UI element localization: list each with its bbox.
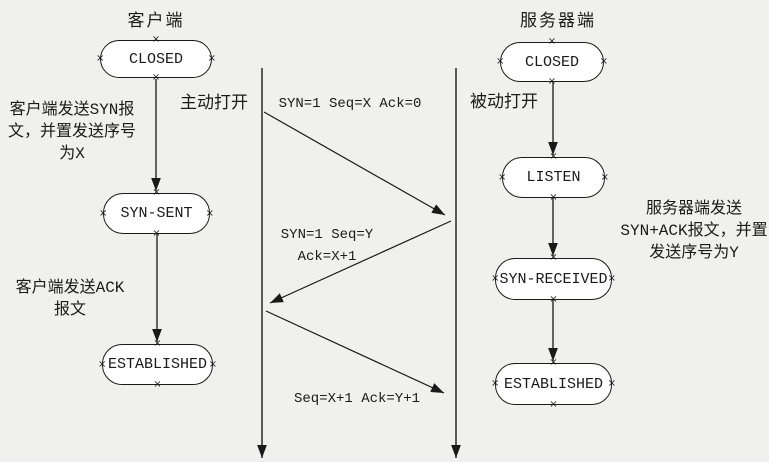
connection-handle-icon: × [96, 53, 105, 64]
connection-handle-icon: × [600, 171, 609, 183]
connection-handle-icon: × [205, 207, 214, 219]
note-line: 客户端发送ACK [15, 279, 125, 297]
state-label: ESTABLISHED [107, 356, 208, 373]
connection-handle-icon: × [153, 338, 162, 349]
state-label: SYN-SENT [120, 205, 193, 222]
client-column-title: 客户端 [127, 11, 185, 30]
state-box-client-syn-sent: SYN-SENT × × × × [99, 188, 214, 239]
connection-handle-icon: × [607, 378, 616, 389]
connection-handle-icon: × [599, 56, 608, 67]
connection-handle-icon: × [491, 273, 500, 284]
note-line: SYN+ACK报文，并置 [620, 222, 768, 240]
connection-handle-icon: × [549, 399, 558, 410]
connection-handle-icon: × [208, 358, 217, 370]
connection-handle-icon: × [549, 252, 558, 263]
server-passive-open-label: 被动打开 [470, 92, 538, 111]
state-box-client-closed: CLOSED × × × × [96, 35, 216, 83]
connection-handle-icon: × [153, 379, 162, 390]
server-note-synack: 服务器端发送 SYN+ACK报文，并置 发送序号为Y [618, 198, 769, 264]
connection-handle-icon: × [491, 378, 500, 389]
state-label: CLOSED [128, 50, 183, 68]
client-note-syn: 客户端发送SYN报 文，并置发送序号 为X [2, 99, 142, 165]
connection-handle-icon: × [152, 187, 161, 198]
state-box-client-established: ESTABLISHED × × × × [98, 339, 217, 390]
connection-handle-icon: × [98, 358, 107, 370]
state-box-server-syn-received: SYN-RECEIVED × × × × [491, 253, 616, 305]
note-line: 发送序号为Y [649, 244, 739, 262]
message-arrow-ack [265, 310, 445, 394]
message-label-line: SYN=1 Seq=Y [280, 227, 374, 243]
connection-handle-icon: × [152, 228, 161, 239]
note-line: 服务器端发送 [645, 200, 742, 218]
message-label-syn: SYN=1 Seq=X Ack=0 [278, 96, 422, 112]
state-label: ESTABLISHED [503, 375, 604, 393]
connection-handle-icon: × [549, 192, 558, 203]
connection-handle-icon: × [547, 36, 557, 47]
connection-handle-icon: × [207, 53, 216, 64]
connection-handle-icon: × [151, 72, 161, 83]
connection-handle-icon: × [99, 207, 108, 219]
note-line: 为X [59, 145, 85, 163]
message-arrow-synack [269, 220, 452, 304]
state-box-server-closed: CLOSED × × × × [496, 37, 608, 87]
note-line: 报文 [53, 301, 86, 319]
message-label-ack: Seq=X+1 Ack=Y+1 [293, 391, 421, 407]
note-line: 客户端发送SYN报 [9, 101, 135, 119]
state-label: LISTEN [526, 169, 581, 186]
connection-handle-icon: × [549, 151, 558, 162]
server-column-title: 服务器端 [520, 11, 596, 30]
message-label-line: Ack=X+1 [297, 249, 357, 265]
note-line: 文，并置发送序号 [7, 123, 136, 141]
connection-handle-icon: × [498, 171, 507, 183]
state-label: CLOSED [524, 53, 579, 71]
state-label: SYN-RECEIVED [499, 270, 608, 288]
state-box-server-established: ESTABLISHED × × × × [491, 358, 616, 410]
connection-handle-icon: × [151, 34, 161, 45]
message-arrow-syn [263, 111, 446, 216]
message-label-synack: SYN=1 Seq=Y Ack=X+1 [266, 224, 388, 268]
connection-handle-icon: × [607, 273, 616, 284]
client-active-open-label: 主动打开 [180, 93, 248, 112]
connection-handle-icon: × [549, 357, 558, 368]
connection-handle-icon: × [547, 76, 557, 87]
client-note-ack: 客户端发送ACK 报文 [0, 277, 140, 321]
connection-handle-icon: × [496, 56, 505, 67]
connection-handle-icon: × [549, 294, 558, 305]
state-box-server-listen: LISTEN × × × × [498, 152, 609, 203]
